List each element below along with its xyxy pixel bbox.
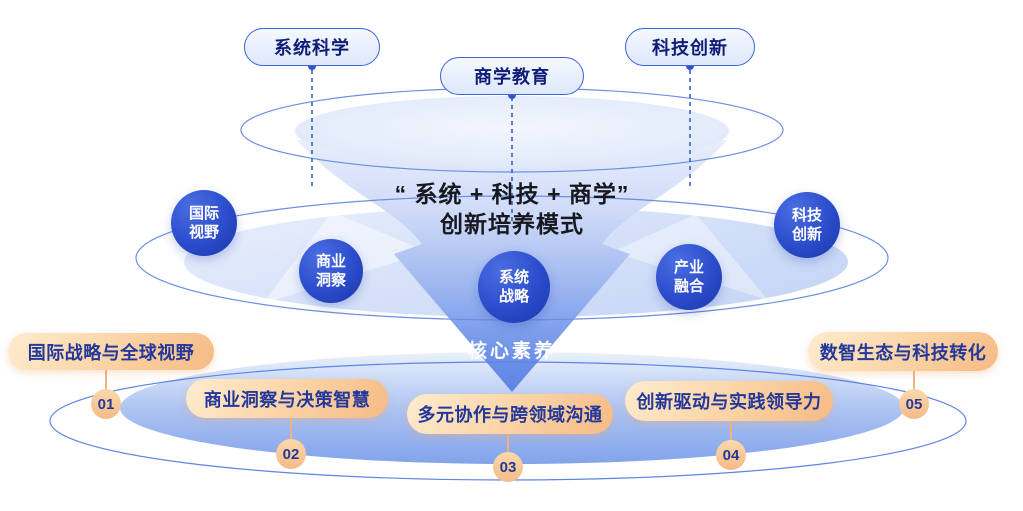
circle-label-line1: 商业 (315, 253, 346, 270)
top-pill-label: 商学教育 (474, 67, 550, 87)
number-badge-label: 05 (905, 395, 923, 413)
top-pill-label: 系统科学 (274, 38, 350, 58)
outcome-pill-label: 国际战略与全球视野 (27, 342, 195, 363)
number-badge-label: 03 (499, 458, 517, 476)
connector-02 (290, 418, 292, 439)
circle-label-line1: 产业 (673, 259, 704, 276)
outcome-pill-business-wisdom: 商业洞察与决策智慧 (186, 379, 388, 418)
circle-label-line2: 洞察 (315, 272, 346, 289)
top-pill-technology-innovation: 科技创新 (625, 28, 755, 66)
number-badge-label: 01 (97, 395, 115, 413)
top-pill-system-science: 系统科学 (244, 28, 380, 66)
circle-label-line1: 科技 (791, 207, 822, 224)
number-badge-04: 04 (716, 440, 746, 470)
connector-04 (730, 421, 732, 440)
top-pill-label: 科技创新 (652, 38, 728, 58)
number-badge-label: 04 (722, 446, 740, 464)
circle-label-line2: 视野 (188, 224, 219, 241)
top-pill-business-education: 商学教育 (440, 57, 584, 95)
number-badge-label: 02 (282, 445, 300, 463)
circle-global-vision: 国际 视野 (171, 190, 237, 256)
diagram-title-line1: “ 系统 + 科技 + 商学” (394, 181, 630, 207)
outcome-pill-innovation-leadership: 创新驱动与实践领导力 (625, 381, 833, 421)
circle-label-line1: 国际 (188, 205, 219, 222)
outcome-pill-global-strategy: 国际战略与全球视野 (8, 333, 214, 370)
connector-05 (913, 371, 915, 389)
number-badge-02: 02 (276, 439, 306, 469)
outcome-pill-cross-domain-communication: 多元协作与跨领域沟通 (407, 394, 613, 434)
circle-label-line2: 融合 (673, 278, 704, 295)
circle-label-line2: 战略 (498, 288, 529, 305)
outcome-pill-label: 商业洞察与决策智慧 (203, 389, 371, 410)
number-badge-01: 01 (91, 389, 121, 419)
connector-01 (105, 370, 107, 390)
circle-system-strategy: 系统 战略 (478, 251, 550, 323)
outcome-pill-label: 创新驱动与实践领导力 (636, 392, 822, 412)
circle-label-line2: 创新 (791, 226, 822, 243)
circle-business-insight: 商业 洞察 (299, 239, 363, 303)
diagram-title: “ 系统 + 科技 + 商学” 创新培养模式 (342, 179, 682, 239)
connector-03 (507, 434, 509, 452)
circle-label-line1: 系统 (498, 269, 529, 286)
funnel-core-label: 核心素养 (467, 341, 557, 362)
diagram-title-line2: 创新培养模式 (440, 211, 584, 237)
circle-tech-innovation: 科技 创新 (774, 192, 840, 258)
outcome-pill-label: 多元协作与跨领域沟通 (417, 405, 603, 425)
outcome-pill-label: 数智生态与科技转化 (819, 342, 987, 363)
number-badge-05: 05 (899, 389, 929, 419)
circle-industry-integration: 产业 融合 (656, 244, 722, 310)
number-badge-03: 03 (493, 452, 523, 482)
outcome-pill-digital-eco-transformation: 数智生态与科技转化 (808, 332, 998, 371)
